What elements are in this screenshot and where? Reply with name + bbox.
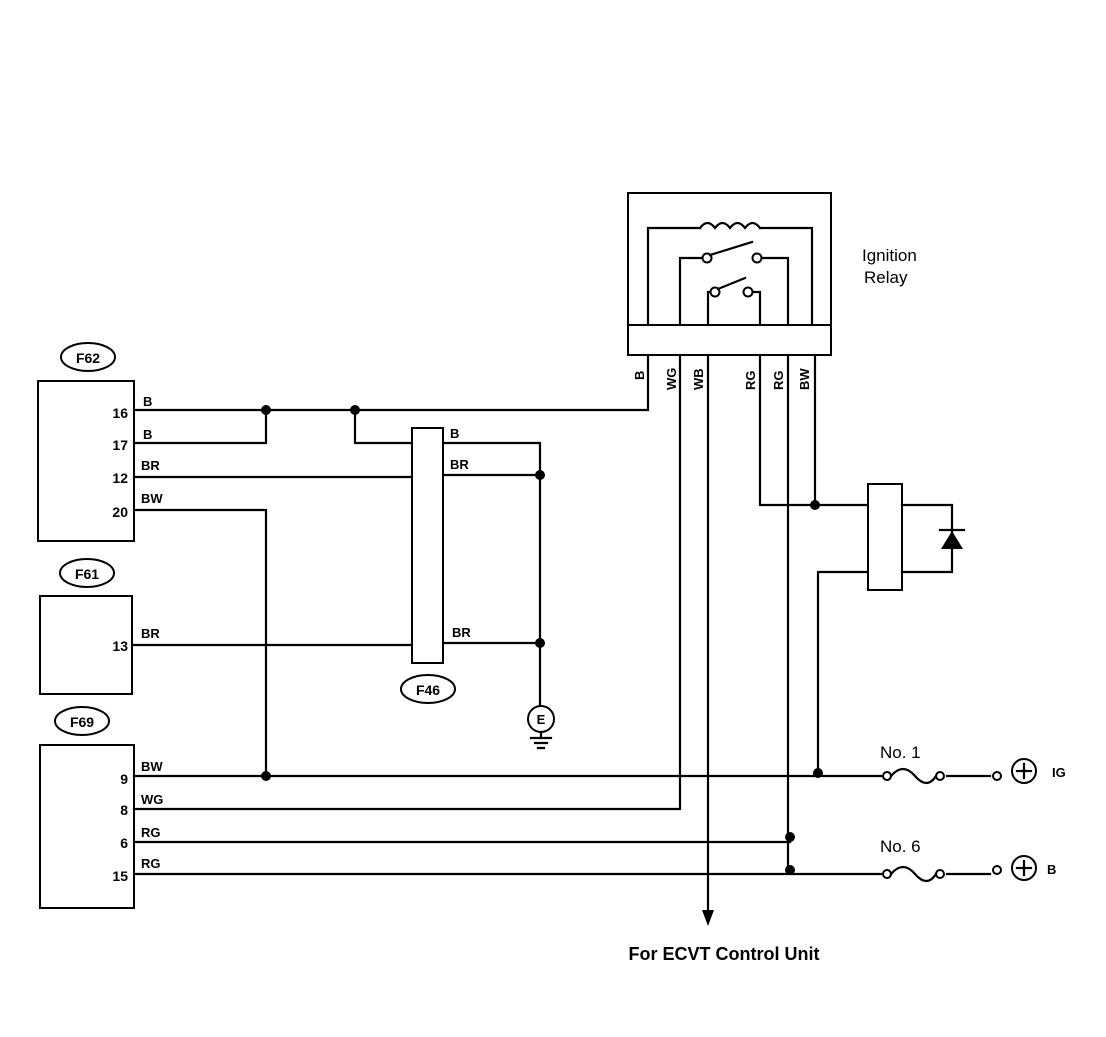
f69-wire-15-color: RG	[141, 856, 161, 871]
connector-f61: F61 13 BR	[39, 558, 160, 695]
f61-badge	[59, 558, 115, 588]
relay-pin-label-bw: BW	[797, 368, 812, 390]
relay-label-line1: Ignition	[862, 246, 917, 265]
f69-pin-9: 9	[120, 771, 128, 787]
f69-pin-8: 8	[120, 802, 128, 818]
relay-label-line2: Relay	[864, 268, 908, 287]
f69-wire-9-color: BW	[141, 759, 163, 774]
fuse-no6-label: No. 6	[880, 837, 921, 856]
f62-body	[37, 380, 135, 542]
wire-wg	[132, 353, 682, 811]
fuse-no6-icon	[889, 865, 938, 883]
ig-plus-sign	[1015, 762, 1033, 780]
f62-badge	[60, 342, 116, 372]
f62-pin-20: 20	[112, 504, 128, 520]
f62-wire-17-color: B	[143, 427, 152, 442]
junction-dot	[261, 405, 271, 415]
ground-label: E	[537, 712, 546, 727]
relay-switch1-lead-a	[678, 256, 704, 327]
connector-f62: F62 16 17 12 20 B B BR BW	[37, 342, 163, 542]
b-terminal	[992, 865, 1002, 875]
relay-pin-label-wg: WG	[664, 368, 679, 390]
f46-wire-b-color: B	[450, 426, 459, 441]
ig-supply-label: IG	[1052, 765, 1066, 780]
f46-label: F46	[416, 682, 440, 698]
relay-switch2-icon	[716, 276, 747, 291]
wire-bw-f62-20	[132, 508, 268, 776]
relay-coil-right-lead	[758, 226, 814, 327]
diode-loop	[900, 503, 954, 574]
diode-unit-body	[867, 483, 903, 591]
f61-body	[39, 595, 133, 695]
wire-bw-to-diode	[816, 570, 870, 778]
ignition-relay: Ignition Relay B WG WB RG RG BW	[627, 192, 917, 391]
f61-label: F61	[75, 566, 99, 582]
f69-wire-8-color: WG	[141, 792, 163, 807]
f69-pin-6: 6	[120, 835, 128, 851]
wire-b-main	[132, 353, 650, 412]
f46-wire-br-2-color: BR	[452, 625, 471, 640]
fuse-no1-label: No. 1	[880, 743, 921, 762]
f62-wire-12-color: BR	[141, 458, 160, 473]
f46-body	[411, 427, 444, 664]
junction-dot	[785, 865, 795, 875]
junction-dot	[535, 470, 545, 480]
ecvt-arrow-icon	[702, 910, 714, 926]
f46-wire-br-1-color: BR	[450, 457, 469, 472]
junction-dot	[350, 405, 360, 415]
relay-pin-label-rg-1: RG	[743, 371, 758, 391]
diode-unit	[867, 483, 966, 591]
junction-dot	[810, 500, 820, 510]
junction-dot	[535, 638, 545, 648]
relay-switch2-lead-a	[706, 290, 712, 327]
b-plus-sign	[1015, 859, 1033, 877]
f69-wire-6-color: RG	[141, 825, 161, 840]
relay-switch1-contact-b	[751, 252, 763, 264]
f62-wire-20-color: BW	[141, 491, 163, 506]
relay-pin-label-wb: WB	[691, 368, 706, 390]
wire-b-f46-ground	[441, 441, 542, 477]
fuse-no6: No. 6 B	[880, 837, 1056, 884]
junction-dot	[785, 832, 795, 842]
relay-switch2-contact-b	[742, 286, 754, 298]
relay-coil-left-lead	[646, 226, 702, 327]
f62-label: F62	[76, 350, 100, 366]
junction-dot	[813, 768, 823, 778]
f61-wire-13-color: BR	[141, 626, 160, 641]
fuse-no1: No. 1 IG	[880, 743, 1066, 786]
f62-pin-16: 16	[112, 405, 128, 421]
b-supply-label: B	[1047, 862, 1056, 877]
f69-pin-15: 15	[112, 868, 128, 884]
f61-pin-13: 13	[112, 638, 128, 654]
relay-switch1-lead-b	[760, 256, 790, 327]
wire-b-to-f46	[353, 408, 414, 445]
f69-label: F69	[70, 714, 94, 730]
wires	[132, 353, 992, 914]
ig-terminal	[992, 771, 1002, 781]
f62-pin-12: 12	[112, 470, 128, 486]
f62-wire-16-color: B	[143, 394, 152, 409]
wire-rg-diode-unit	[758, 353, 870, 507]
junctions	[261, 405, 823, 875]
wire-b-f62-17	[132, 408, 268, 445]
relay-coil-icon	[698, 221, 762, 230]
relay-pin-label-b: B	[632, 371, 647, 380]
connector-f46: F46 B BR BR	[400, 426, 471, 704]
connector-f69: F69 9 8 6 15 BW WG RG RG	[39, 706, 163, 909]
relay-pin-label-rg-2: RG	[771, 371, 786, 391]
relay-terminal-block	[627, 324, 832, 356]
ground-symbol: E	[527, 705, 555, 750]
ground-icon	[529, 730, 553, 750]
f69-badge	[54, 706, 110, 736]
f62-pin-17: 17	[112, 437, 128, 453]
relay-switch1-icon	[708, 240, 754, 257]
junction-dot	[261, 771, 271, 781]
f69-body	[39, 744, 135, 909]
relay-switch2-lead-b	[750, 290, 762, 327]
fuse-no1-icon	[889, 767, 938, 785]
f46-badge	[400, 674, 456, 704]
diode-icon	[941, 531, 963, 549]
ecvt-caption: For ECVT Control Unit	[629, 944, 820, 964]
